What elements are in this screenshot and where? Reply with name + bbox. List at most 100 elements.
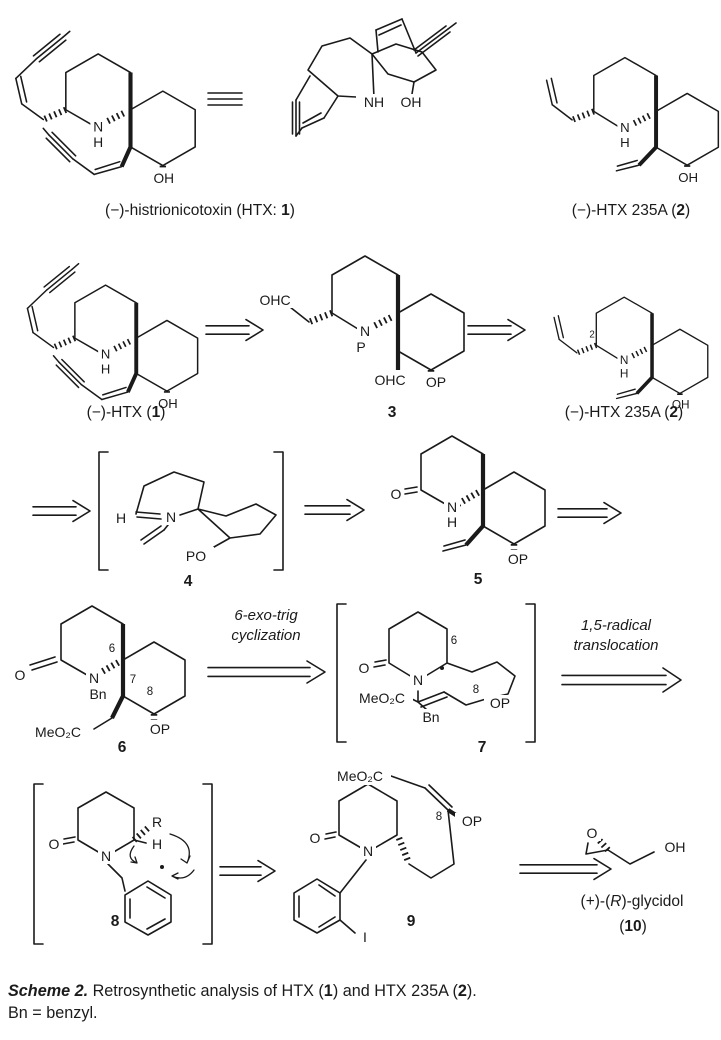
position-label-8: 8 — [436, 811, 442, 823]
bracket-left-8 — [33, 783, 44, 945]
structure-htx-1-small: N H OH — [26, 262, 199, 411]
bond-lines — [60, 605, 186, 730]
position-label-7: 7 — [130, 674, 136, 686]
retro-arrow-4 — [304, 498, 365, 522]
structure-3: N P OHC OHC OP — [254, 255, 465, 390]
atom-label-n: N — [89, 670, 99, 686]
retro-arrow-8 — [219, 859, 276, 883]
hashed-bond-epoxide — [596, 837, 611, 853]
atom-label-oh: OH — [678, 170, 698, 185]
double-bond-lines — [545, 77, 640, 172]
atom-label-n: N — [447, 499, 457, 515]
atom-label-n: N — [363, 843, 373, 859]
bond-lines — [26, 262, 199, 401]
double-bond-lines — [553, 315, 638, 400]
bold-wedge-bonds — [635, 313, 654, 395]
label-compound-8: 8 — [110, 913, 120, 930]
label-htx-1: (−)-histrionicotoxin (HTX: 1) — [105, 202, 295, 219]
atom-label-op: OP — [508, 551, 528, 567]
ring-a — [307, 37, 375, 99]
double-bond-lines — [62, 836, 76, 845]
label-htx-235a-row2: (−)-HTX 235A (2) — [564, 404, 684, 421]
hashed-bond-chain — [395, 836, 412, 863]
atom-label-n: N — [93, 119, 103, 134]
double-bond-lines — [26, 305, 129, 401]
atom-label-meo2c: MeO₂C — [35, 724, 81, 740]
bond-lines — [558, 296, 709, 395]
atom-label-oh: OH — [401, 94, 422, 110]
retro-arrow-7 — [561, 667, 682, 693]
hashed-bond-allyl — [575, 342, 598, 356]
atom-label-n: N — [101, 347, 110, 362]
atom-label-h: H — [620, 366, 629, 380]
atom-label-n: N — [620, 120, 630, 135]
double-bond-lines — [29, 656, 58, 671]
radical-dot — [160, 865, 164, 869]
hashed-bond-n-spiro — [628, 111, 654, 129]
structure-htx-1-conformer: NH OH — [291, 18, 457, 137]
atom-label-n: N — [101, 848, 111, 864]
atom-label-bn: Bn — [89, 686, 106, 702]
atom-label-op: OP — [426, 374, 446, 390]
bracket-right-7 — [525, 603, 536, 743]
aromatic-inner-lines — [129, 886, 166, 930]
bracket-left-7 — [336, 603, 347, 743]
atom-label-o: O — [49, 836, 60, 852]
atom-label-h: H — [93, 135, 103, 150]
atom-label-ohc-left: OHC — [259, 292, 290, 308]
bold-wedge-bonds — [464, 454, 486, 547]
hashed-bond-n-spiro — [627, 345, 650, 361]
atom-label-oh: OH — [672, 398, 690, 412]
position-label-8: 8 — [473, 684, 479, 696]
atom-label-h: H — [447, 514, 457, 530]
hashed-bond-n-spiro — [101, 108, 129, 127]
bond-lines — [77, 791, 147, 892]
atom-label-o: O — [359, 660, 370, 676]
bold-wedge-bonds — [126, 302, 139, 393]
ring-b — [371, 43, 437, 83]
structure-htx-235a-small: 2 N H OH — [553, 296, 709, 412]
hashed-bond-n-spiro — [368, 313, 396, 331]
bond-lines — [420, 435, 546, 545]
bond-lines — [551, 56, 720, 166]
label-compound-4: 4 — [183, 573, 193, 590]
atom-label-o: O — [391, 486, 402, 502]
hashed-bond-allyl — [570, 108, 595, 123]
chain-bonds — [295, 18, 457, 137]
atom-label-nh: NH — [364, 94, 384, 110]
structure-4: H N PO — [113, 471, 277, 564]
hashed-bond-chain — [42, 106, 68, 123]
triple-bond-lines — [291, 25, 451, 137]
position-label-6: 6 — [451, 635, 457, 647]
atom-label-op: OP — [490, 695, 510, 711]
phenyl-ring — [293, 878, 341, 934]
structure-htx-235a: N H OH — [545, 56, 720, 185]
curved-arrow-tiny — [171, 869, 195, 880]
label-htx-1-short: (−)-HTX (1) — [86, 404, 166, 421]
hashed-bond-chain — [307, 309, 334, 326]
structure-5: O N H OP — [387, 435, 546, 567]
atom-label-o: O — [310, 830, 321, 846]
atom-label-oh: OH — [665, 839, 686, 855]
label-compound-6: 6 — [117, 739, 127, 756]
atom-label-n: N — [360, 323, 370, 339]
triple-bond-lines — [43, 265, 85, 389]
atom-label-n: N — [413, 672, 423, 688]
atom-label-n: N — [166, 509, 176, 525]
equivalence-icon — [207, 92, 243, 106]
label-glycidol: (+)-(R)-glycidol — [580, 893, 684, 910]
bracket-left-4 — [98, 451, 109, 571]
curved-arrow-large — [169, 833, 191, 864]
label-compound-3: 3 — [387, 404, 397, 421]
double-bond-lines — [135, 511, 165, 545]
atom-label-oh: OH — [154, 171, 175, 186]
double-bond-lines — [324, 784, 453, 840]
equivalence-lines — [207, 92, 243, 106]
label-htx-235a-row1: (−)-HTX 235A (2) — [571, 202, 691, 219]
caption-line-1: Scheme 2. Retrosynthetic analysis of HTX… — [8, 982, 477, 1000]
bold-wedge-bonds — [110, 624, 126, 719]
bracket-right-4 — [273, 451, 284, 571]
double-bond-lines — [404, 486, 467, 552]
retro-arrow-5 — [557, 501, 622, 525]
